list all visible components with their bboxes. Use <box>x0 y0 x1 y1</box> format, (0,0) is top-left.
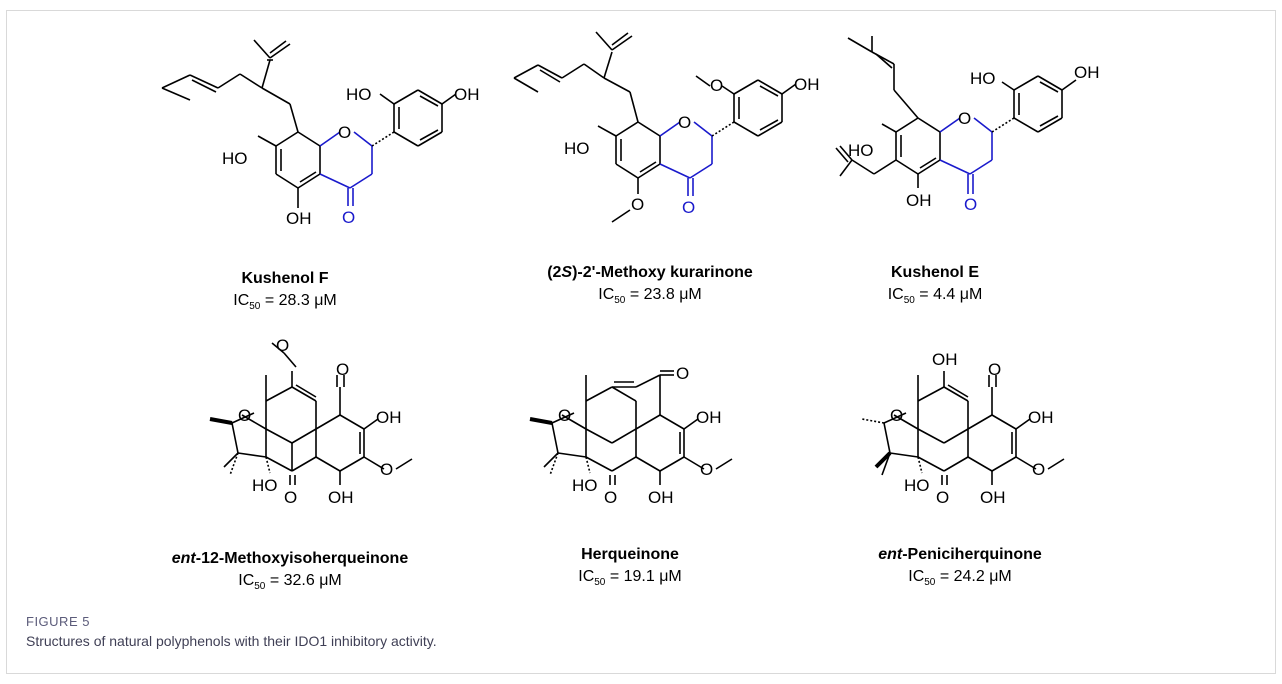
atom-label: OH <box>648 488 674 507</box>
figure-border-top <box>6 10 1276 11</box>
atom-label: O <box>238 406 251 425</box>
structure-ent-12-methoxyisoherqueinone: O O OH O OH O HO O <box>180 335 420 515</box>
figure-label: FIGURE 5 <box>26 614 90 629</box>
atom-label: O <box>964 195 977 214</box>
atom-label: O <box>631 195 644 214</box>
structure-ent-peniciherquinone: OH O OH O OH O HO O <box>832 335 1072 515</box>
atom-label: O <box>284 488 297 507</box>
structure-herqueinone: O OH O OH O HO O <box>500 335 740 515</box>
atom-label: OH <box>454 85 480 104</box>
structure-methoxy-kurarinone: HO O O O O OH <box>500 18 820 233</box>
atom-label: O <box>558 406 571 425</box>
compound-label-5: Herqueinone IC50 = 19.1 μM <box>578 546 682 589</box>
structure-kushenol-e: HO OH O O HO OH <box>826 18 1166 233</box>
figure-caption: Structures of natural polyphenols with t… <box>26 633 437 649</box>
atom-label: O <box>700 460 713 479</box>
figure-border-right <box>1275 10 1276 674</box>
figure-border-left <box>6 10 7 674</box>
atom-label: OH <box>696 408 722 427</box>
atom-label: O <box>958 109 971 128</box>
compound-label-1: Kushenol F IC50 = 28.3 μM <box>233 270 337 313</box>
compound-label-6: ent-Peniciherquinone IC50 = 24.2 μM <box>878 546 1042 589</box>
atom-label: O <box>380 460 393 479</box>
atom-label: HO <box>572 476 598 495</box>
atom-label: OH <box>1028 408 1054 427</box>
atom-label: O <box>336 360 349 379</box>
atom-label: O <box>710 76 723 95</box>
atom-label: O <box>604 488 617 507</box>
atom-label: HO <box>252 476 278 495</box>
atom-label: OH <box>286 209 312 228</box>
atom-label: OH <box>376 408 402 427</box>
atom-label: O <box>342 208 355 227</box>
atom-label: O <box>276 336 289 355</box>
atom-label: HO <box>564 139 590 158</box>
atom-label: O <box>682 198 695 217</box>
atom-label: O <box>676 364 689 383</box>
atom-label: OH <box>980 488 1006 507</box>
atom-label: HO <box>222 149 248 168</box>
atom-label: OH <box>328 488 354 507</box>
atom-label: OH <box>1074 63 1100 82</box>
atom-label: HO <box>970 69 996 88</box>
atom-label: O <box>678 113 691 132</box>
atom-label: HO <box>904 476 930 495</box>
figure-border-bottom <box>6 673 1276 674</box>
atom-label: OH <box>932 350 958 369</box>
structure-kushenol-f: HO OH O O HO OH <box>150 18 480 233</box>
compound-label-3: Kushenol E IC50 = 4.4 μM <box>887 264 983 307</box>
atom-label: OH <box>794 75 820 94</box>
atom-label: O <box>1032 460 1045 479</box>
atom-label: O <box>936 488 949 507</box>
atom-label: O <box>988 360 1001 379</box>
atom-label: HO <box>346 85 372 104</box>
atom-label: O <box>338 123 351 142</box>
atom-label: OH <box>906 191 932 210</box>
compound-label-2: (2S)-2'-Methoxy kurarinone IC50 = 23.8 μ… <box>547 264 753 307</box>
atom-label: O <box>890 406 903 425</box>
compound-label-4: ent-12-Methoxyisoherqueinone IC50 = 32.6… <box>171 550 409 593</box>
atom-label: HO <box>848 141 874 160</box>
